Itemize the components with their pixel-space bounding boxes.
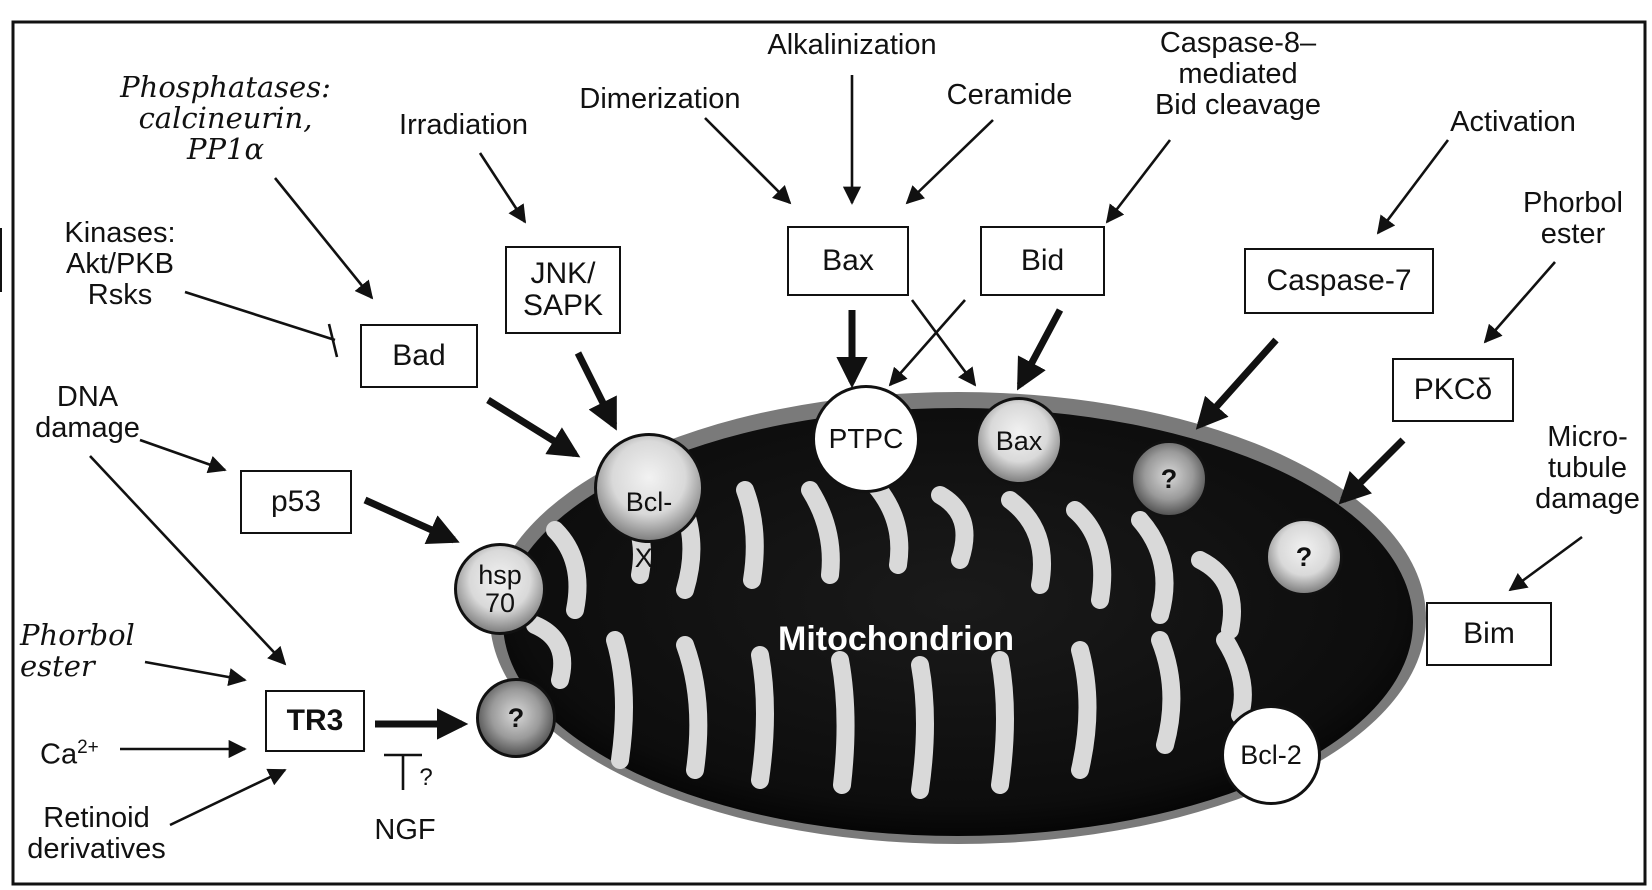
bax-membrane-circle: Bax [975,397,1063,485]
p53-box: p53 [240,470,352,534]
jnk-sapk-box: JNK/ SAPK [505,246,621,334]
ptpc-circle: PTPC [812,385,920,493]
ceramide-label: Ceramide [932,80,1087,111]
bcl-2-circle: Bcl-2 [1221,705,1321,805]
caspase7-box: Caspase-7 [1244,248,1434,314]
caspase8-label: Caspase-8– mediated Bid cleavage [1128,28,1348,121]
bcl-xl-circle: Bcl- XL [594,433,704,543]
bcl-xl-x: X [635,543,653,573]
phorbol-ester-left-label: Phorbol ester [20,620,150,682]
retinoid-label: Retinoid derivatives [14,803,179,865]
alkalinization-label: Alkalinization [752,30,952,61]
bcl-xl-line1: Bcl- [597,488,701,516]
bax-box: Bax [787,226,909,296]
phorbol-ester-right-label: Phorbol ester [1508,188,1638,250]
tr3-box: TR3 [265,690,365,752]
unknown-protein-1: ? [1130,440,1208,518]
bcl-xl-subscript: L [653,557,664,578]
dimerization-label: Dimerization [560,84,760,115]
unknown-protein-2: ? [1265,518,1343,596]
calcium-base: Ca [40,739,77,771]
ngf-question-mark: ? [414,762,438,793]
kinases-label: Kinases: Akt/PKB Rsks [45,218,195,311]
calcium-charge: 2+ [77,737,99,758]
phosphatases-label: Phosphatases: calcineurin, PP1α [108,72,343,165]
calcium-label: Ca2+ [40,732,130,771]
unknown-protein-3: ? [476,678,556,758]
hsp70-circle: hsp 70 [454,543,546,635]
pkc-delta-box: PKCδ [1392,358,1514,422]
mitochondrion-label: Mitochondrion [778,620,1014,659]
bid-box: Bid [980,226,1105,296]
activation-label: Activation [1428,107,1598,138]
bad-box: Bad [360,324,478,388]
bim-box: Bim [1426,602,1552,666]
irradiation-label: Irradiation [376,110,551,141]
bcl-xl-line2: XL [597,544,701,582]
microtubule-damage-label: Micro- tubule damage [1530,422,1645,515]
ngf-label: NGF [365,815,445,846]
dna-damage-label: DNA damage [20,382,155,444]
